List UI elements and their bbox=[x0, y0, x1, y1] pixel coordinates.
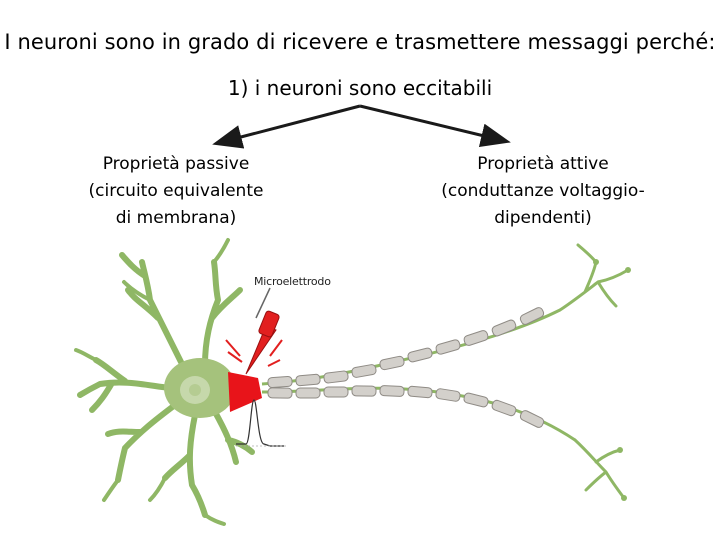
passive-line-2: (circuito equivalente bbox=[88, 181, 264, 201]
dendrites bbox=[74, 238, 255, 526]
passive-line-1: Proprietà passive bbox=[102, 154, 250, 174]
active-line-3: dipendenti) bbox=[494, 208, 592, 228]
active-line-2: (conduttanze voltaggio- bbox=[441, 181, 645, 201]
soma bbox=[164, 358, 236, 418]
arrow-right bbox=[359, 104, 511, 148]
active-line-1: Proprietà attive bbox=[477, 154, 609, 174]
active-properties: Proprietà attive (conduttanze voltaggio-… bbox=[423, 151, 663, 232]
subtitle-excitability: 1) i neuroni sono eccitabili bbox=[227, 76, 493, 100]
microelectrode-label: Microelettrodo bbox=[254, 275, 331, 288]
slide-title: I neuroni sono in grado di ricevere e tr… bbox=[4, 30, 716, 54]
myelin-sheath bbox=[267, 307, 545, 428]
action-potential-trace bbox=[236, 399, 284, 447]
passive-properties: Proprietà passive (circuito equivalente … bbox=[56, 151, 296, 232]
axon-terminals bbox=[558, 243, 630, 500]
passive-line-3: di membrana) bbox=[115, 208, 237, 228]
arrow-left bbox=[212, 104, 361, 149]
microelectrode-icon bbox=[225, 287, 283, 375]
axon-hillock bbox=[228, 372, 262, 412]
